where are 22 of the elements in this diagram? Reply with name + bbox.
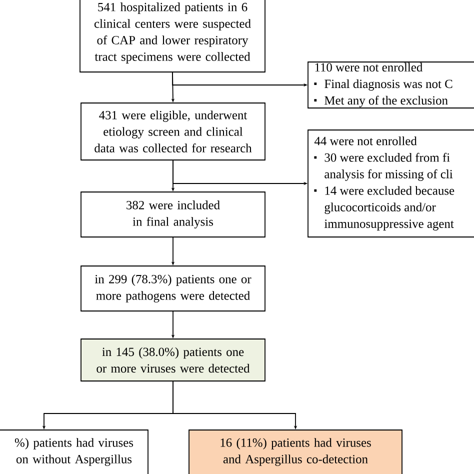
flow-box [80,266,266,312]
flow-box [308,130,474,238]
flow-box [308,62,474,108]
node-label: Met any of the exclusion [324,96,448,108]
flow-box [188,430,402,474]
node-label: 14 were excluded because glucocorticoids and/or immunosuppressive agent [324,186,454,230]
node-label: 30 were excluded from fi analysis for missing of cli [324,152,453,181]
node-label: %) patients had viruses on without Aspergillus [14,438,134,466]
node-label: 44 were not enrolled [314,136,417,146]
node-label: 431 were eligible, underwent etiology screen and clinical data was collected for research [94,110,252,152]
node-label: 541 hospitalized patients in 6 clinical centers were suspected of CAP and lower respiratory tract specimens were collected [94,2,251,64]
flow-box [80,192,266,238]
flow-box [0,430,148,474]
flow-box [80,0,266,72]
node-label: 382 were included in final analysis [126,200,220,228]
node-label: Final diagnosis was not C [324,79,452,91]
node-label: 16 (11%) patients had viruses and Aspergillus co-detection [220,438,371,466]
flow-box [80,102,266,160]
flow-box [80,338,266,382]
node-label: in 145 (38.0%) patients one or more viruses were detected [96,347,250,373]
node-label: 110 were not enrolled [315,62,423,72]
node-label: in 299 (78.3%) patients one or more pathogens were detected [94,274,252,302]
